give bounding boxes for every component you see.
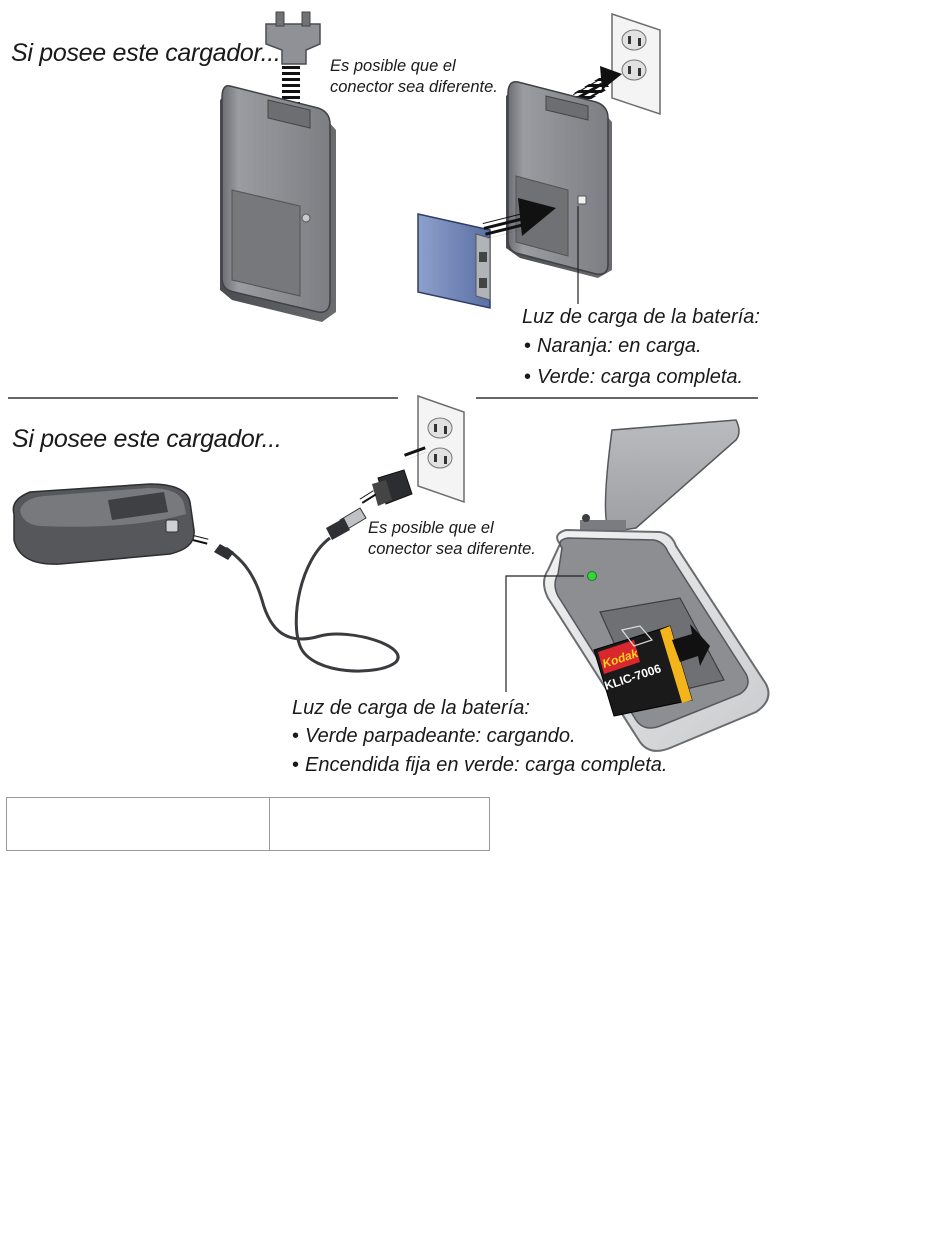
plug-adapter-icon	[265, 11, 321, 65]
section-1-light-item: •Verde: carga completa.	[524, 366, 743, 389]
insert-battery-arrow-icon	[482, 198, 556, 239]
wall-charger-left	[220, 85, 336, 322]
bullet-icon: •	[292, 754, 300, 776]
wall-outlet-icon	[611, 12, 661, 116]
note-line: conector sea diferente.	[330, 78, 498, 96]
insert-dock-arrow-icon	[620, 624, 710, 666]
usb-wall-adapter-icon	[372, 444, 427, 506]
section-1-light-item: •Naranja: en carga.	[524, 335, 702, 358]
led-green-indicator	[587, 571, 597, 581]
light-item-text: Verde parpadeante: cargando.	[305, 725, 576, 747]
battery-blue	[417, 213, 491, 309]
note-line: Es posible que el	[330, 57, 456, 75]
section-1-light-title: Luz de carga de la batería:	[522, 306, 760, 328]
table-cell	[270, 798, 489, 850]
section-1-connector-note: Es posible que el conector sea diferente…	[330, 56, 498, 98]
kodak-battery: Kodak KLIC-7006	[593, 625, 693, 717]
section-2-heading: Si posee este cargador...	[12, 425, 282, 453]
light-item-text: Naranja: en carga.	[537, 335, 702, 357]
section-2-light-item: •Verde parpadeante: cargando.	[292, 725, 576, 748]
wall-outlet-2-icon	[417, 394, 465, 504]
empty-table	[6, 797, 490, 851]
bullet-icon: •	[292, 725, 300, 747]
micro-usb-plug-icon	[214, 544, 234, 560]
usb-cable	[225, 536, 400, 673]
section-2-light-item: •Encendida fija en verde: carga completa…	[292, 754, 667, 777]
section-2-light-title: Luz de carga de la batería:	[292, 697, 530, 719]
usb-plug-icon	[326, 490, 377, 540]
camera-device	[12, 483, 195, 565]
note-line: Es posible que el	[368, 519, 494, 537]
light-callout-line-2	[505, 575, 584, 692]
note-line: conector sea diferente.	[368, 540, 536, 558]
bullet-icon: •	[524, 335, 532, 357]
section-2-connector-note: Es posible que el conector sea diferente…	[368, 518, 536, 560]
bullet-icon: •	[524, 366, 532, 388]
light-item-text: Encendida fija en verde: carga completa.	[305, 754, 668, 776]
section-1-heading: Si posee este cargador...	[11, 39, 281, 67]
light-item-text: Verde: carga completa.	[537, 366, 744, 388]
wall-charger-right	[506, 81, 612, 278]
table-cell	[7, 798, 270, 850]
